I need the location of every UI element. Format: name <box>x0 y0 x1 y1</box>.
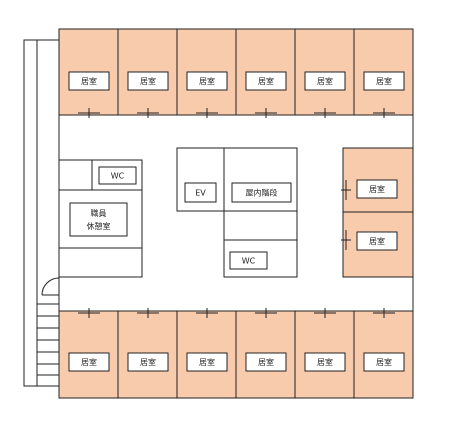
room-bottom-5-label-box <box>304 352 346 372</box>
room-right-1-label: 居室 <box>369 184 385 194</box>
room-top-1-label: 居室 <box>81 76 97 86</box>
wc-center-label: WC <box>242 257 256 266</box>
room-top-1-label-box <box>68 71 110 91</box>
staff-room-label-line1: 職員 <box>91 209 107 218</box>
room-bottom-2-label: 居室 <box>140 357 156 367</box>
room-bottom-4: 居室 <box>235 308 296 399</box>
room-bottom-4-label-box <box>245 352 287 372</box>
door-icon <box>341 180 351 200</box>
staff-room-label-box <box>69 202 128 237</box>
room-top-4-label-box <box>245 71 287 91</box>
room-top-6-label: 居室 <box>376 76 392 86</box>
room-top-5-label: 居室 <box>317 76 333 86</box>
wc-center-label-box <box>229 251 268 270</box>
room-bottom-3-label: 居室 <box>199 357 215 367</box>
door-icon <box>255 308 277 318</box>
room-top-1: 居室 <box>58 28 119 118</box>
room-top-2: 居室 <box>117 28 178 118</box>
room-top-6: 居室 <box>353 28 414 118</box>
room-bottom-5-label: 居室 <box>317 357 333 367</box>
stairs-label-box <box>231 182 292 203</box>
room-top-5: 居室 <box>294 28 355 118</box>
door-icon <box>341 230 351 250</box>
door-icon <box>78 308 100 318</box>
room-bottom-1-label-box <box>68 352 110 372</box>
room-bottom-6: 居室 <box>353 308 414 399</box>
staff-room-label-line2: 休憩室 <box>87 221 111 231</box>
room-bottom-2-label-box <box>127 352 169 372</box>
wc-left-label-box <box>98 166 137 185</box>
door-icon <box>137 308 159 318</box>
room-top-3: 居室 <box>176 28 237 118</box>
room-bottom-5: 居室 <box>294 308 355 399</box>
room-top-2-label-box <box>127 71 169 91</box>
door-icon <box>314 108 336 118</box>
room-bottom-2: 居室 <box>117 308 178 399</box>
door-icon <box>255 108 277 118</box>
door-icon <box>78 108 100 118</box>
exterior-corridor <box>23 39 59 387</box>
room-bottom-1-label: 居室 <box>81 357 97 367</box>
door-icon <box>373 308 395 318</box>
room-top-4: 居室 <box>235 28 296 118</box>
room-right-1-label-box <box>356 179 398 199</box>
room-top-3-label: 居室 <box>199 76 215 86</box>
room-right-2-label-box <box>356 231 398 251</box>
room-top-2-label: 居室 <box>140 76 156 86</box>
room-top-3-label-box <box>186 71 228 91</box>
room-top-4-label: 居室 <box>258 76 274 86</box>
door-icon <box>137 108 159 118</box>
room-top-6-label-box <box>363 71 405 91</box>
room-bottom-3: 居室 <box>176 308 237 399</box>
elevator-label-box <box>184 182 217 203</box>
staff-area <box>58 159 143 278</box>
stairs-label: 屋内階段 <box>246 188 278 198</box>
room-bottom-1: 居室 <box>58 308 119 399</box>
room-bottom-3-label-box <box>186 352 228 372</box>
exterior-door-icon <box>41 277 60 296</box>
room-bottom-4-label: 居室 <box>258 357 274 367</box>
room-right-2-label: 居室 <box>369 236 385 246</box>
room-top-5-label-box <box>304 71 346 91</box>
door-icon <box>314 308 336 318</box>
door-icon <box>196 108 218 118</box>
room-bottom-6-label-box <box>363 352 405 372</box>
exterior-staircase <box>36 303 60 387</box>
room-right-1: 居室 <box>341 147 414 213</box>
room-bottom-6-label: 居室 <box>376 357 392 367</box>
room-right-2: 居室 <box>341 211 414 278</box>
elevator-label: EV <box>195 189 206 198</box>
core-block <box>176 147 298 278</box>
wc-left-label: WC <box>111 172 125 181</box>
door-icon <box>373 108 395 118</box>
door-icon <box>196 308 218 318</box>
